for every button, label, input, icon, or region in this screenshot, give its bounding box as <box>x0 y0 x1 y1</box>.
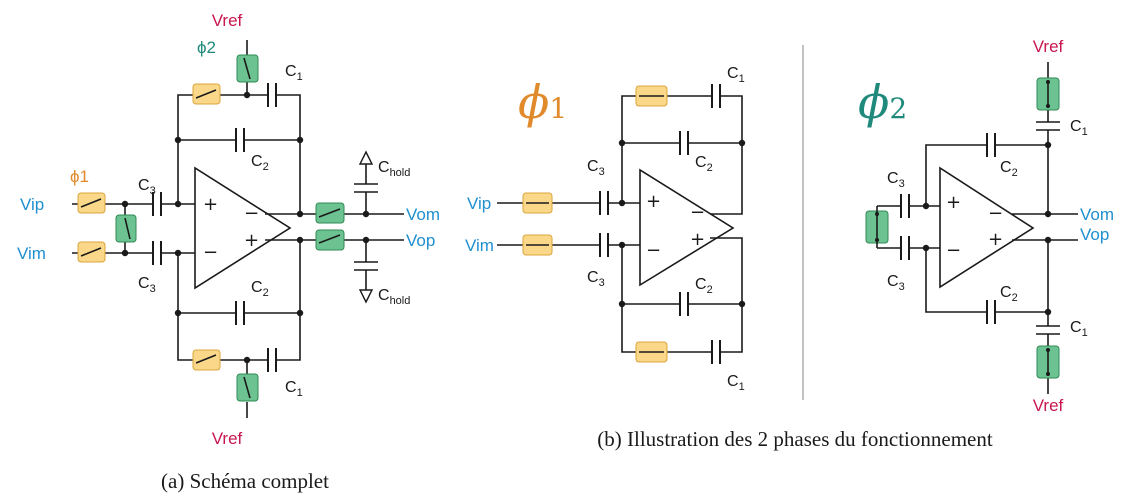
label-c3-top-a: C3 <box>138 177 156 197</box>
cap-chold-top <box>354 164 378 214</box>
label-c1-top-a: C1 <box>285 63 303 83</box>
label-vop-b2: Vop <box>1080 225 1109 244</box>
opamp-p2-minus-in: − <box>946 240 961 261</box>
label-c2-top-b1: C2 <box>695 154 713 174</box>
cap-c3-top <box>152 192 162 216</box>
label-c3-bottom-a: C3 <box>138 275 156 295</box>
opamp-phase1 <box>639 168 735 287</box>
label-vip-a: Vip <box>20 195 44 214</box>
caption-a: (a) Schéma complet <box>161 469 329 493</box>
label-vim-b1: Vim <box>465 236 494 255</box>
switch-phi2-vop-hold <box>315 229 345 251</box>
opamp-phase2 <box>939 166 1035 289</box>
label-vref-top-b2: Vref <box>1033 37 1064 56</box>
opamp-a-plus-in: + <box>203 194 218 215</box>
opamp-p1-minus-out: − <box>690 202 705 223</box>
label-c2-bottom-b1: C2 <box>695 276 713 296</box>
cap-c1-top <box>267 83 277 107</box>
opamp-a-minus-in: − <box>203 242 218 263</box>
opamp-p1-plus-out: + <box>690 229 705 250</box>
panel-b-phase2: ϕ2 + − − + Vre <box>858 37 1114 415</box>
label-c1-top-b2: C1 <box>1070 118 1088 138</box>
label-c3-bottom-b2: C3 <box>887 273 905 293</box>
opamp-a <box>194 166 292 290</box>
label-c1-bottom-b2: C1 <box>1070 319 1088 339</box>
cap-c2-top <box>235 128 245 152</box>
ground-symbol-bottom <box>358 289 374 304</box>
label-vop-a: Vop <box>406 231 435 250</box>
cap-chold-bottom <box>354 240 378 290</box>
opamp-p2-plus-in: + <box>946 192 961 213</box>
wire-bottom-feedback-c1 <box>177 240 301 361</box>
opamp-a-plus-out: + <box>244 230 259 251</box>
ground-symbol-top <box>358 150 374 165</box>
caption-b: (b) Illustration des 2 phases du fonctio… <box>597 427 993 451</box>
label-vref-top-a: Vref <box>212 11 243 30</box>
cap-c3-bottom <box>152 241 162 265</box>
opamp-p2-minus-out: − <box>988 203 1003 224</box>
cap-c1-bottom <box>267 348 277 372</box>
label-c1-top-b1: C1 <box>727 65 745 85</box>
label-vim-a: Vim <box>17 244 46 263</box>
label-vip-b1: Vip <box>467 194 491 213</box>
label-chold-top-a: Chold <box>378 159 410 179</box>
opamp-a-minus-out: − <box>244 203 259 224</box>
label-vref-bottom-b2: Vref <box>1033 396 1064 415</box>
label-c2-top-b2: C2 <box>1000 159 1018 179</box>
phase1-symbol: ϕ1 <box>518 75 567 129</box>
label-c2-bottom-a: C2 <box>251 279 269 299</box>
panel-b-phase1: ϕ1 + − − + Vip Vim C3 C3 <box>465 65 746 393</box>
opamp-p2-plus-out: + <box>988 229 1003 250</box>
opamp-p1-minus-in: − <box>646 240 661 261</box>
label-c1-bottom-b1: C1 <box>727 373 745 393</box>
label-phi1-a: ϕ1 <box>70 167 89 186</box>
label-c3-top-b2: C3 <box>887 170 905 190</box>
label-chold-bottom-a: Chold <box>378 287 410 307</box>
switch-phi2-input-short <box>115 214 137 243</box>
cap-c2-bottom <box>235 301 245 325</box>
phase2-symbol: ϕ2 <box>858 75 907 129</box>
label-c1-bottom-a: C1 <box>285 379 303 399</box>
label-c2-top-a: C2 <box>251 153 269 173</box>
label-vom-b2: Vom <box>1080 205 1114 224</box>
opamp-p1-plus-in: + <box>646 191 661 212</box>
switch-phi1-bottom-feedback <box>192 349 221 371</box>
panel-a-full-schematic: + − − + <box>17 11 440 448</box>
label-vref-bottom-a: Vref <box>212 429 243 448</box>
label-c3-bottom-b1: C3 <box>587 269 605 289</box>
label-c2-bottom-b2: C2 <box>1000 284 1018 304</box>
label-phi2-a: ϕ2 <box>197 38 216 57</box>
label-vom-a: Vom <box>406 205 440 224</box>
label-c3-top-b1: C3 <box>587 158 605 178</box>
